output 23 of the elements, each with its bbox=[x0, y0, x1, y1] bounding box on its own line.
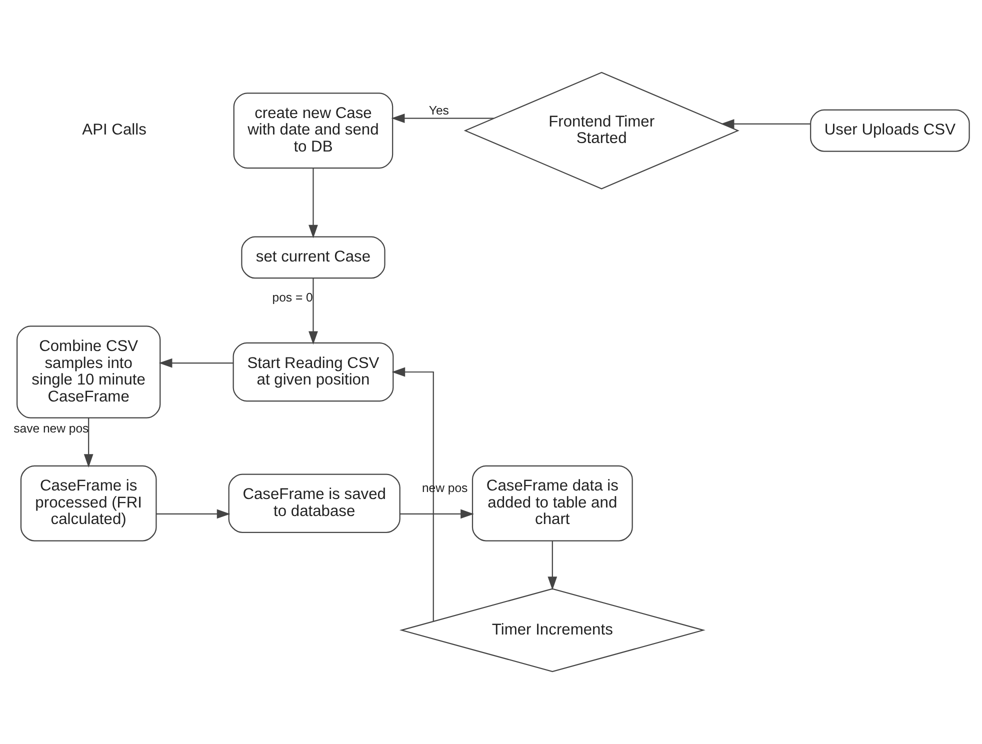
edge-label: pos = 0 bbox=[272, 290, 312, 305]
arrow bbox=[390, 114, 494, 123]
node-box: create new Case with date and send to DB bbox=[232, 92, 393, 169]
edge-label: Yes bbox=[428, 104, 448, 118]
node-box: CaseFrame is processed (FRI calculated) bbox=[20, 465, 156, 542]
label: API Calls bbox=[82, 122, 146, 139]
arrow bbox=[158, 358, 233, 368]
node-box: Start Reading CSV at given position bbox=[232, 342, 394, 402]
arrow bbox=[308, 168, 318, 238]
node-box: User Uploads CSV bbox=[810, 109, 970, 152]
node-box: Combine CSV samples into single 10 minute CaseFrame bbox=[16, 326, 160, 418]
arrow bbox=[83, 418, 93, 468]
node-box: CaseFrame is saved to database bbox=[228, 474, 400, 533]
node-box: CaseFrame data is added to table and chart bbox=[471, 465, 632, 542]
arrow bbox=[156, 509, 230, 519]
node-box: set current Case bbox=[240, 236, 385, 279]
arrow bbox=[308, 278, 318, 345]
arrow bbox=[547, 541, 557, 590]
arrow bbox=[720, 119, 810, 129]
node-diamond: Timer Increments bbox=[398, 588, 705, 672]
arrow bbox=[399, 509, 474, 519]
arrow bbox=[391, 367, 434, 622]
node-diamond: Frontend Timer Started bbox=[463, 72, 739, 190]
